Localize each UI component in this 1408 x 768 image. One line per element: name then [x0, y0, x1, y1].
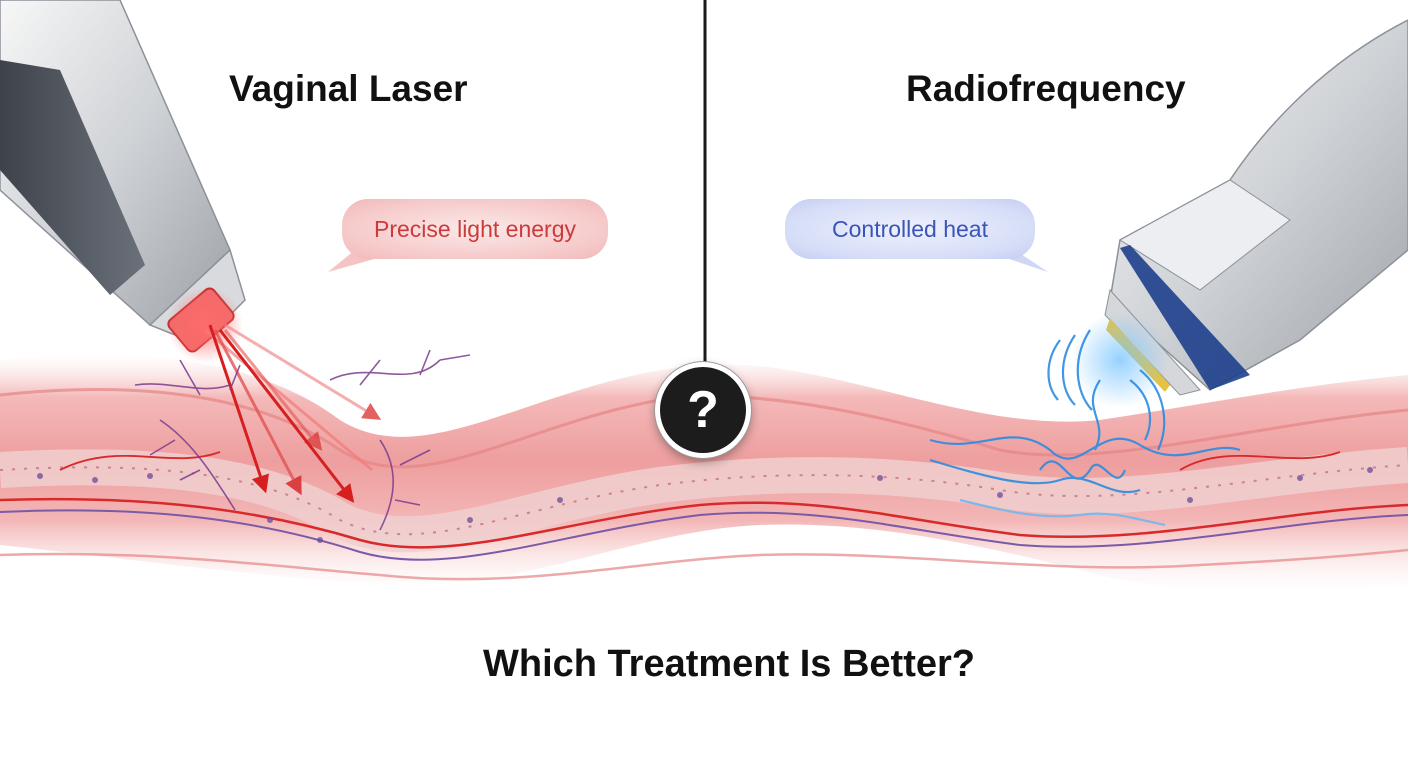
radiofrequency-title: Radiofrequency	[906, 68, 1186, 109]
laser-title: Vaginal Laser	[229, 68, 468, 109]
rf-bubble-text: Controlled heat	[832, 215, 988, 242]
laser-bubble-text: Precise light energy	[374, 215, 576, 242]
laser-handpiece-icon	[0, 0, 246, 363]
laser-speech-bubble: Precise light energy	[342, 199, 608, 259]
vessel-network-left	[134, 349, 471, 531]
rf-energy-waves	[929, 329, 1241, 527]
laser-beams	[204, 323, 382, 503]
bottom-question: Which Treatment Is Better?	[483, 643, 975, 685]
rf-speech-bubble: Controlled heat	[785, 199, 1035, 259]
question-mark-icon: ?	[655, 362, 751, 458]
radiofrequency-handpiece-icon	[1072, 19, 1408, 408]
cell-dots	[37, 467, 1373, 543]
